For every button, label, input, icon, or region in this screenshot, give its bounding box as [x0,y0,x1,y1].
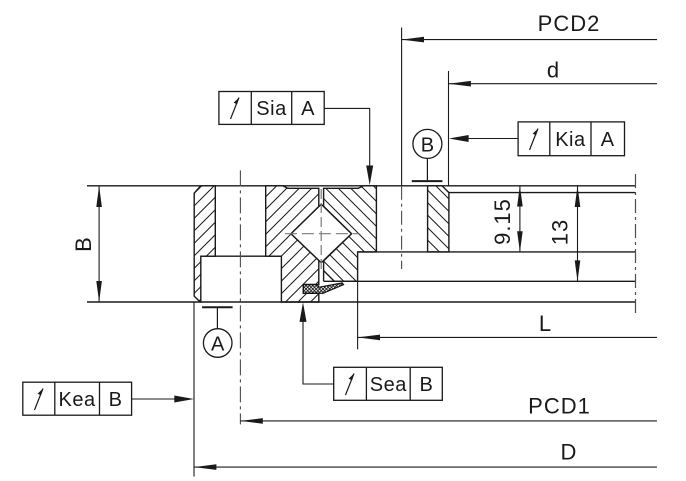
frame-Kea-label: Kea [59,389,96,411]
dim-d-label: d [547,58,560,83]
datum-B: B [411,128,443,183]
dim-D: D [193,302,657,477]
frame-Kea: Kea B [22,381,194,416]
runout-symbol-icon [229,97,240,120]
frame-Sea-label: Sea [370,374,407,396]
dim-9-15: 9.15 [490,185,523,252]
seal [302,282,345,294]
dim-d: d [448,58,657,87]
frame-Kea-datum: B [109,389,123,411]
frame-Sea-leader [302,321,334,385]
right-ring-bore-band [426,185,450,253]
dim-13-label: 13 [547,219,572,245]
frame-Kia-datum: A [601,129,615,151]
frame-Sea: Sea B [299,302,443,401]
frame-Sia-leader [324,107,371,166]
dim-915-label: 9.15 [490,198,515,245]
dim-L-label: L [539,311,552,336]
frame-Sia-datum: A [301,98,315,120]
dim-13: 13 [547,185,581,282]
runout-symbol-icon [344,373,355,396]
dim-PCD2-label: PCD2 [538,11,601,36]
frame-Sia-label: Sia [256,98,287,120]
datum-A-label: A [211,334,225,356]
runout-symbol-icon [528,128,539,151]
frame-Kia: Kia A [448,121,626,157]
frame-Kia-label: Kia [555,129,586,151]
frame-Sia: Sia A [218,90,374,186]
datum-B-label: B [421,134,434,156]
dim-PCD2: PCD2 [401,11,657,43]
dim-PCD1: PCD1 [240,394,657,424]
crossed-roller [284,189,359,271]
frame-Sea-datum: B [419,374,433,396]
dim-D-label: D [561,440,578,465]
dim-B-label: B [71,236,96,252]
dim-L: L [357,281,657,350]
view-lines [87,185,635,303]
datum-A: A [202,306,233,358]
dim-PCD1-label: PCD1 [528,394,591,419]
runout-symbol-icon [33,388,44,411]
left-ring-outer-band [193,185,216,303]
dim-B: B [71,185,102,302]
